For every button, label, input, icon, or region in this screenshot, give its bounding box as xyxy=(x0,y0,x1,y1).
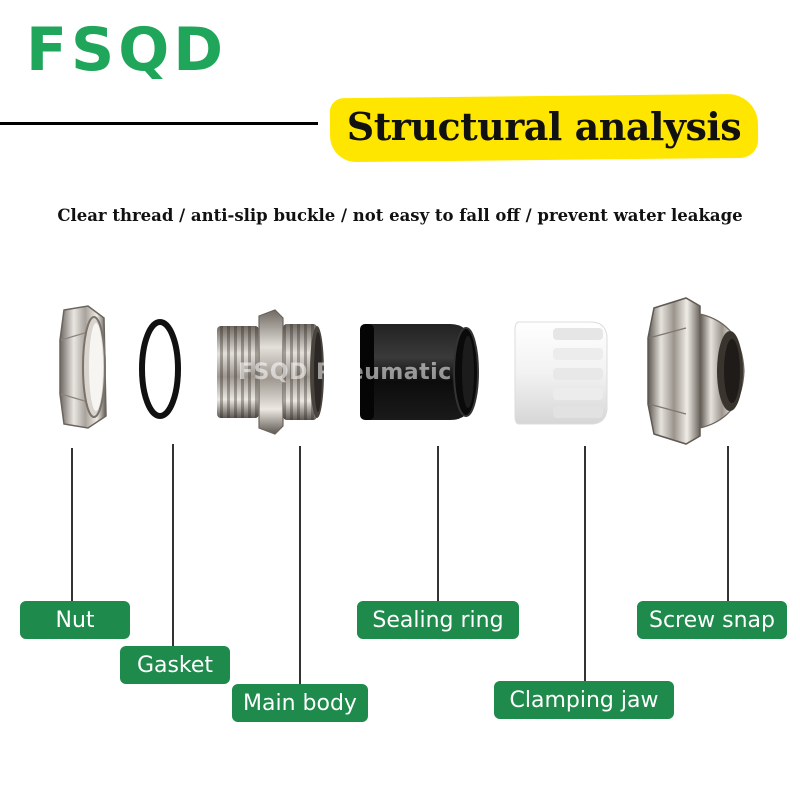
rubber-seal-icon xyxy=(360,324,479,420)
label-main-body: Main body xyxy=(232,684,368,722)
brand-logo: FSQD xyxy=(26,15,228,85)
o-ring-icon xyxy=(139,319,181,419)
connector-main-body xyxy=(299,446,301,684)
connector-nut xyxy=(71,448,73,602)
label-gasket: Gasket xyxy=(120,646,230,684)
connector-screw-snap xyxy=(727,446,729,602)
page-subtitle: Clear thread / anti-slip buckle / not ea… xyxy=(57,206,743,225)
connector-gasket xyxy=(172,444,174,646)
page-title: Structural analysis xyxy=(346,103,742,149)
cap-nut-icon xyxy=(647,297,745,445)
threaded-body-icon xyxy=(217,309,324,435)
watermark: FSQD Pneumatic xyxy=(238,360,452,385)
connector-clamping-jaw xyxy=(584,446,586,682)
plastic-claw-icon xyxy=(514,321,608,425)
label-nut: Nut xyxy=(20,601,130,639)
label-screw-snap: Screw snap xyxy=(637,601,787,639)
header-divider xyxy=(0,122,318,125)
label-clamping-jaw: Clamping jaw xyxy=(494,681,674,719)
label-sealing-ring: Sealing ring xyxy=(357,601,519,639)
hex-nut-icon xyxy=(59,305,107,429)
connector-sealing-ring xyxy=(437,446,439,602)
